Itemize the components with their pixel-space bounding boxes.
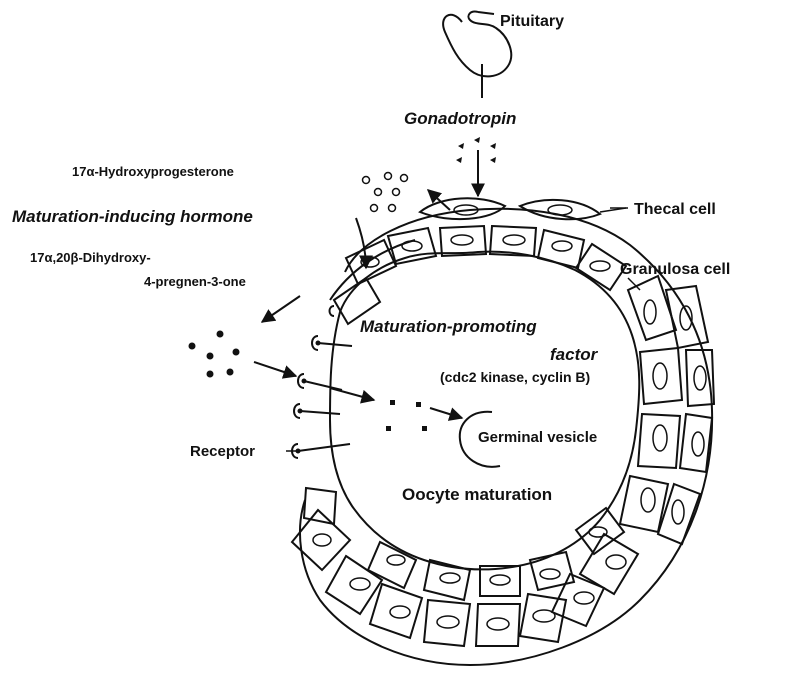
- oocyte-maturation-label: Oocyte maturation: [402, 485, 552, 504]
- mih-molecules: [189, 331, 240, 378]
- mpf-line2-label: factor: [550, 345, 599, 364]
- dhp-line1-label: 17α,20β-Dihydroxy-: [30, 250, 151, 265]
- thecal-cell-label: Thecal cell: [634, 201, 716, 218]
- pituitary-label: Pituitary: [500, 13, 564, 30]
- germinal-vesicle-label: Germinal vesicle: [478, 429, 597, 446]
- mih-label: Maturation-inducing hormone: [12, 207, 253, 226]
- receptor-label: Receptor: [190, 443, 255, 460]
- thecal-cells: [420, 198, 626, 219]
- mpf-particles: [386, 400, 427, 431]
- dhp-line2-label: 4-pregnen-3-one: [144, 274, 246, 289]
- hydroxyprogesterone-molecules: [363, 173, 408, 212]
- mpf-line1-label: Maturation-promoting: [360, 317, 537, 336]
- receptors: [292, 306, 352, 458]
- granulosa-cell-label: Granulosa cell: [620, 261, 730, 278]
- oocyte-membrane: [330, 252, 639, 570]
- receptor-to-mpf-arrow: [330, 388, 374, 400]
- mpf-detail-label: (cdc2 kinase, cyclin B): [440, 369, 590, 385]
- granulosa-to-mih-arrow: [262, 296, 300, 322]
- gonadotropin-particles: [456, 137, 496, 163]
- mpf-to-germinal-vesicle-arrow: [430, 408, 462, 418]
- mih-to-receptor-arrow: [254, 362, 296, 376]
- hydroxyprogesterone-label: 17α-Hydroxyprogesterone: [72, 164, 234, 179]
- gonadotropin-label: Gonadotropin: [404, 109, 516, 128]
